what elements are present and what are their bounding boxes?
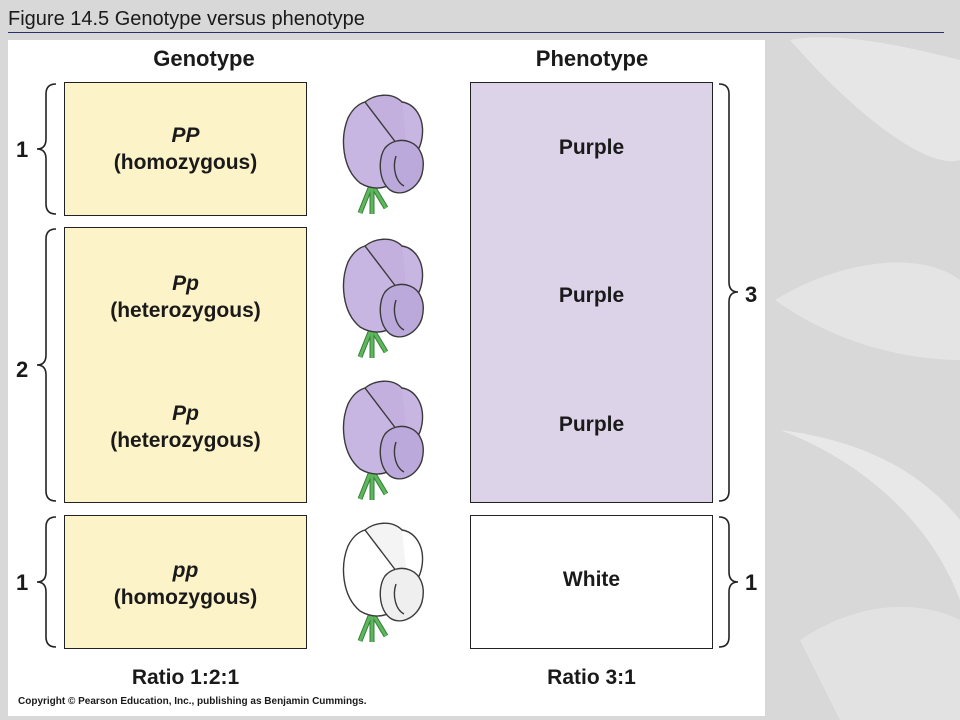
genotype-count: 1 [16, 570, 29, 595]
phenotype-ratio: Ratio 3:1 [547, 666, 636, 689]
genotype-box-homozygous-dominant [64, 82, 307, 216]
phenotype-label: Purple [558, 136, 625, 159]
brace-icon [36, 516, 57, 648]
brace-icon [718, 83, 739, 502]
phenotype-box-purple [470, 82, 713, 503]
genotype-zygosity: (heterozygous) [110, 299, 261, 322]
genotype-symbol: pp [172, 559, 199, 582]
phenotype-heading: Phenotype [535, 46, 649, 71]
brace-icon [36, 228, 57, 502]
phenotype-box-white [470, 515, 713, 649]
genotype-count: 1 [16, 137, 29, 162]
genotype-symbol: PP [171, 124, 200, 147]
genotype-box-heterozygous [64, 227, 307, 503]
genotype-zygosity: (homozygous) [113, 151, 258, 174]
phenotype-count: 1 [745, 570, 758, 595]
brace-icon [718, 516, 739, 648]
purple-flower-icon [342, 238, 424, 358]
phenotype-label: Purple [558, 413, 625, 436]
phenotype-label: Purple [558, 284, 625, 307]
slide-title: Figure 14.5 Genotype versus phenotype [8, 8, 365, 30]
genotype-symbol: Pp [172, 272, 199, 295]
purple-flower-icon [342, 94, 424, 214]
brace-icon [36, 83, 57, 215]
genotype-zygosity: (homozygous) [113, 586, 258, 609]
genotype-box-homozygous-recessive [64, 515, 307, 649]
white-flower-icon [342, 522, 424, 642]
title-divider [8, 32, 944, 33]
genotype-label: Pp (heterozygous) [64, 270, 307, 324]
phenotype-label: White [562, 568, 621, 591]
genotype-count: 2 [16, 357, 29, 382]
genotype-phenotype-figure: Genotype Phenotype PP (homozygous) Pp (h… [8, 40, 765, 716]
phenotype-count: 3 [745, 282, 758, 307]
genotype-label: Pp (heterozygous) [64, 400, 307, 454]
purple-flower-icon [342, 380, 424, 500]
genotype-heading: Genotype [153, 46, 255, 71]
genotype-label: PP (homozygous) [64, 122, 307, 176]
genotype-label: pp (homozygous) [64, 557, 307, 611]
genotype-ratio: Ratio 1:2:1 [131, 666, 240, 689]
genotype-symbol: Pp [172, 402, 199, 425]
copyright-notice: Copyright © Pearson Education, Inc., pub… [18, 696, 367, 707]
genotype-zygosity: (heterozygous) [110, 429, 261, 452]
